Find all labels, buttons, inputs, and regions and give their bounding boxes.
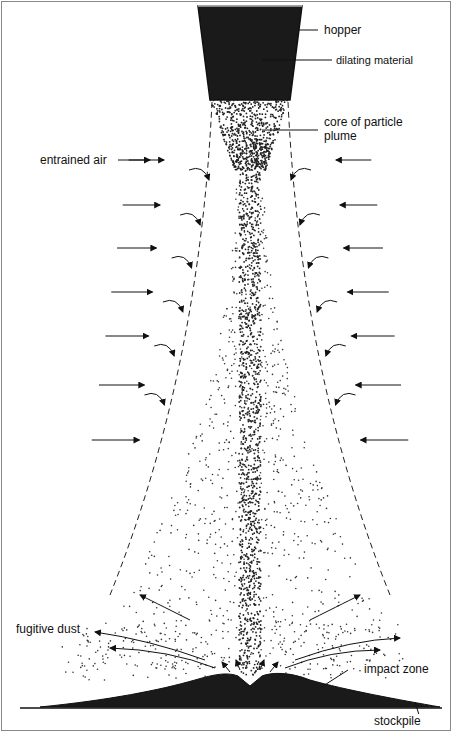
core-label: core of particle plume — [322, 115, 422, 143]
plume-envelope — [288, 102, 390, 595]
hopper-body — [198, 6, 302, 100]
particle-dots — [62, 99, 404, 681]
material-label: dilating material — [334, 53, 415, 67]
plume-envelope — [110, 102, 212, 595]
stockpile-mound — [40, 673, 440, 707]
air-arrows — [92, 160, 409, 672]
stockpile-label: stockpile — [372, 714, 423, 728]
impact-label: impact zone — [362, 662, 431, 676]
dust-label: fugitive dust — [14, 622, 82, 636]
hopper-rim — [198, 6, 302, 7]
ground-line — [20, 707, 442, 709]
hopper-label: hopper — [322, 23, 363, 37]
air-label: entrained air — [38, 153, 109, 167]
